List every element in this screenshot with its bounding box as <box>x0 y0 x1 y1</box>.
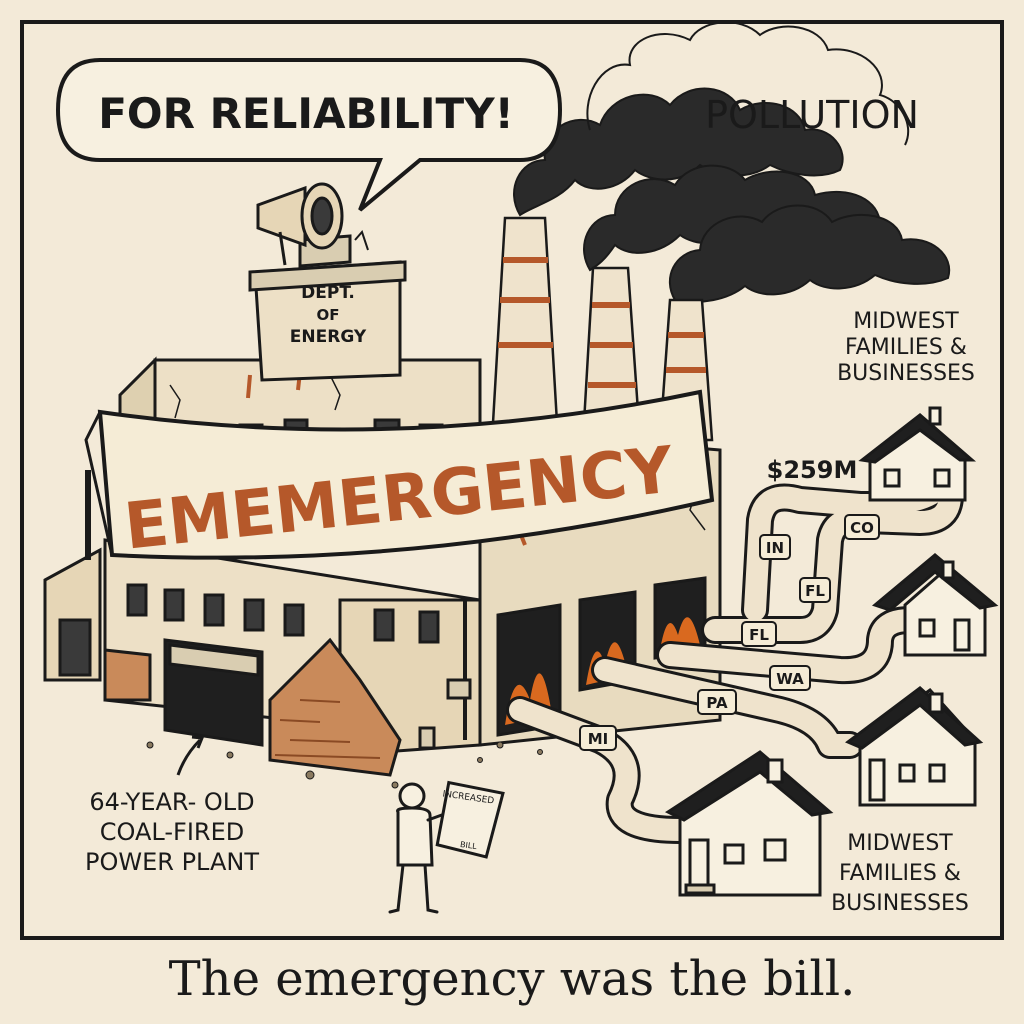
pollution-label: POLLUTION <box>705 93 919 137</box>
svg-text:FL: FL <box>749 626 769 644</box>
smoke-clouds <box>513 87 951 303</box>
speech-bubble <box>55 58 563 212</box>
arrow-head-icon <box>191 735 205 749</box>
plant-label-1: 64-YEAR- OLD <box>89 788 254 816</box>
families-bottom-2: FAMILIES & <box>839 861 961 886</box>
svg-text:PA: PA <box>706 694 728 712</box>
svg-text:IN: IN <box>766 539 784 557</box>
caption: The emergency was the bill. <box>168 951 856 1007</box>
svg-text:MI: MI <box>588 730 609 748</box>
arrow-icon <box>176 738 202 776</box>
house-4 <box>664 750 834 897</box>
podium-line-1: DEPT. <box>301 283 355 303</box>
dept-energy-podium <box>248 230 407 382</box>
pipe-label-mi: MI <box>579 725 617 751</box>
svg-text:FL: FL <box>805 582 825 600</box>
plant-label-2: COAL-FIRED <box>100 818 244 846</box>
pipe-label-fl-1: FL <box>799 577 831 603</box>
smoke-outline <box>586 21 910 146</box>
cost-label: $259M <box>767 456 858 484</box>
podium-line-2: OF <box>317 306 340 324</box>
pipe-label-in: IN <box>759 534 791 560</box>
families-top-2: FAMILIES & <box>845 335 967 360</box>
svg-text:CO: CO <box>850 519 874 537</box>
families-bottom-3: BUSINESSES <box>831 891 969 916</box>
pipe-label-pa: PA <box>697 689 737 715</box>
house-2 <box>871 553 999 657</box>
house-3 <box>845 686 984 807</box>
families-bottom-1: MIDWEST <box>847 831 953 856</box>
pipe-label-fl-2: FL <box>741 621 777 647</box>
megaphone-icon <box>256 182 344 266</box>
rubble <box>146 741 543 789</box>
pipe-label-co: CO <box>844 514 880 540</box>
pipe-label-wa: WA <box>769 665 811 691</box>
svg-text:WA: WA <box>776 670 804 688</box>
podium-line-3: ENERGY <box>290 327 367 347</box>
speech-bubble-text: FOR RELIABILITY! <box>98 89 514 138</box>
house-1 <box>858 406 977 502</box>
plant-label-3: POWER PLANT <box>85 848 259 876</box>
bill-footer: BILL <box>459 840 477 851</box>
families-top-1: MIDWEST <box>853 309 959 334</box>
families-top-3: BUSINESSES <box>837 361 975 386</box>
emergency-banner <box>84 389 715 560</box>
person-with-bill <box>388 780 505 914</box>
